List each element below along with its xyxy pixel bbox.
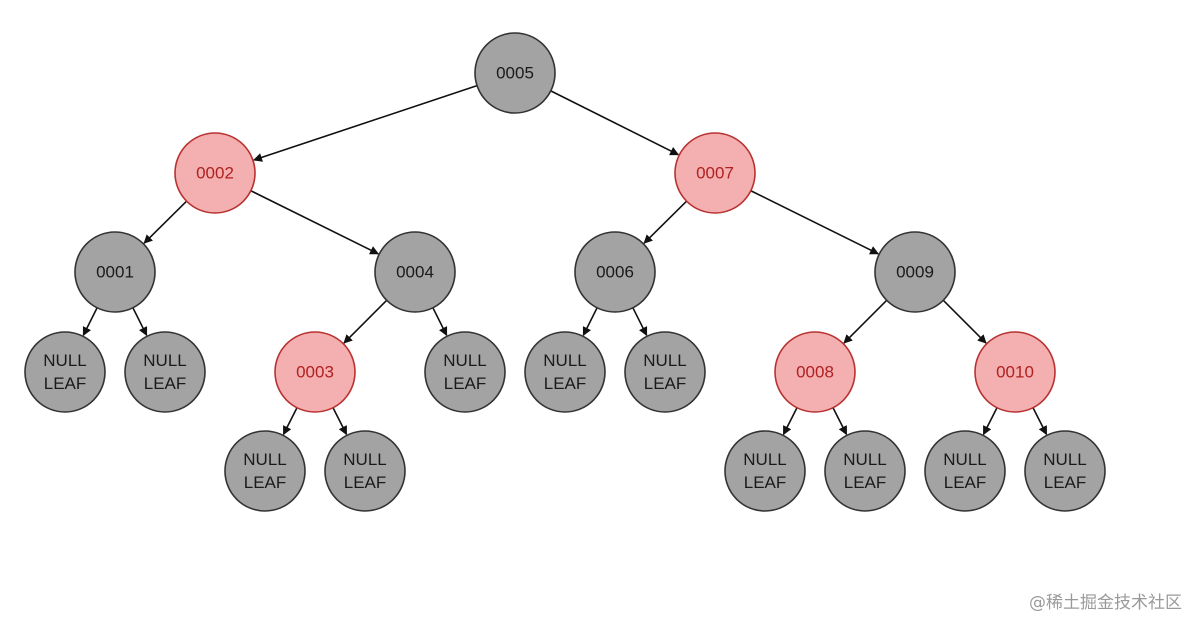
node-label: NULL — [643, 351, 686, 370]
node-label: NULL — [143, 351, 186, 370]
node-circle — [574, 231, 656, 313]
edge-n8-l8a — [782, 407, 798, 436]
tree-node-l3a: NULL LEAF — [224, 430, 306, 512]
node-label: LEAF — [544, 374, 587, 393]
edge-n9-n8 — [843, 299, 888, 344]
edge-n6-l6a — [582, 307, 598, 337]
tree-node-n10: 0010 — [974, 331, 1056, 413]
edge-n10-l10a — [982, 407, 998, 436]
edge-n1-l1a — [82, 307, 98, 337]
node-circle — [674, 132, 756, 214]
tree-node-l3b: NULL LEAF — [324, 430, 406, 512]
node-label: 0002 — [196, 164, 234, 183]
tree-node-l10a: NULL LEAF — [924, 430, 1006, 512]
edge-n5-n7 — [550, 90, 680, 156]
node-circle — [924, 430, 1006, 512]
node-label: LEAF — [844, 473, 887, 492]
tree-node-n6: 0006 — [574, 231, 656, 313]
node-circle — [374, 231, 456, 313]
node-label: NULL — [743, 450, 786, 469]
node-label: NULL — [843, 450, 886, 469]
edge-n8-l8b — [832, 407, 848, 436]
node-label: 0010 — [996, 363, 1034, 382]
node-circle — [874, 231, 956, 313]
tree-node-n2: 0002 — [174, 132, 256, 214]
edge-n7-n6 — [643, 200, 688, 244]
nodes: 0005 0002 0007 0001 0004 0006 0009 0003 0008 0010… — [24, 32, 1106, 512]
node-circle — [974, 331, 1056, 413]
node-label: LEAF — [344, 473, 387, 492]
node-circle — [24, 331, 106, 413]
node-circle — [824, 430, 906, 512]
edge-n4-l4b — [432, 307, 448, 337]
node-label: 0005 — [496, 64, 534, 83]
edge-n6-l6b — [632, 307, 648, 337]
node-circle — [624, 331, 706, 413]
tree-node-n3: 0003 — [274, 331, 356, 413]
node-label: NULL — [943, 450, 986, 469]
node-circle — [274, 331, 356, 413]
node-label: LEAF — [244, 473, 287, 492]
node-label: 0008 — [796, 363, 834, 382]
tree-node-n8: 0008 — [774, 331, 856, 413]
node-label: LEAF — [944, 473, 987, 492]
node-label: NULL — [543, 351, 586, 370]
edge-n4-n3 — [343, 299, 388, 344]
tree-node-n1: 0001 — [74, 231, 156, 313]
node-label: NULL — [243, 450, 286, 469]
node-label: NULL — [443, 351, 486, 370]
edge-n1-l1b — [132, 307, 148, 337]
node-label: 0001 — [96, 263, 134, 282]
node-circle — [424, 331, 506, 413]
edge-n7-n9 — [750, 190, 880, 255]
tree-node-l6a: NULL LEAF — [524, 331, 606, 413]
tree-node-n7: 0007 — [674, 132, 756, 214]
tree-node-l1b: NULL LEAF — [124, 331, 206, 413]
tree-node-n4: 0004 — [374, 231, 456, 313]
edge-n2-n4 — [250, 190, 380, 255]
node-label: LEAF — [44, 374, 87, 393]
tree-node-l1a: NULL LEAF — [24, 331, 106, 413]
node-circle — [774, 331, 856, 413]
node-circle — [724, 430, 806, 512]
tree-node-l8b: NULL LEAF — [824, 430, 906, 512]
node-circle — [224, 430, 306, 512]
edge-n9-n10 — [942, 299, 987, 344]
edge-n5-n2 — [253, 84, 478, 162]
tree-node-n5: 0005 — [474, 32, 556, 114]
node-circle — [174, 132, 256, 214]
node-label: LEAF — [644, 374, 687, 393]
tree-node-l8a: NULL LEAF — [724, 430, 806, 512]
node-circle — [124, 331, 206, 413]
node-label: LEAF — [144, 374, 187, 393]
tree-node-n9: 0009 — [874, 231, 956, 313]
node-circle — [524, 331, 606, 413]
edge-n3-l3b — [332, 407, 348, 436]
tree-node-l6b: NULL LEAF — [624, 331, 706, 413]
node-label: 0004 — [396, 263, 434, 282]
edge-n10-l10b — [1032, 407, 1048, 436]
node-label: 0006 — [596, 263, 634, 282]
edges — [82, 84, 1048, 436]
edge-n3-l3a — [282, 407, 298, 436]
node-label: LEAF — [444, 374, 487, 393]
watermark: @稀土掘金技术社区 — [1029, 593, 1182, 613]
node-circle — [74, 231, 156, 313]
node-label: 0007 — [696, 164, 734, 183]
node-label: 0003 — [296, 363, 334, 382]
node-circle — [1024, 430, 1106, 512]
node-label: NULL — [1043, 450, 1086, 469]
node-label: NULL — [43, 351, 86, 370]
node-label: NULL — [343, 450, 386, 469]
node-label: LEAF — [1044, 473, 1087, 492]
tree-node-l10b: NULL LEAF — [1024, 430, 1106, 512]
node-label: 0009 — [896, 263, 934, 282]
node-label: LEAF — [744, 473, 787, 492]
node-circle — [324, 430, 406, 512]
node-circle — [474, 32, 556, 114]
edge-n2-n1 — [143, 200, 188, 244]
tree-node-l4b: NULL LEAF — [424, 331, 506, 413]
